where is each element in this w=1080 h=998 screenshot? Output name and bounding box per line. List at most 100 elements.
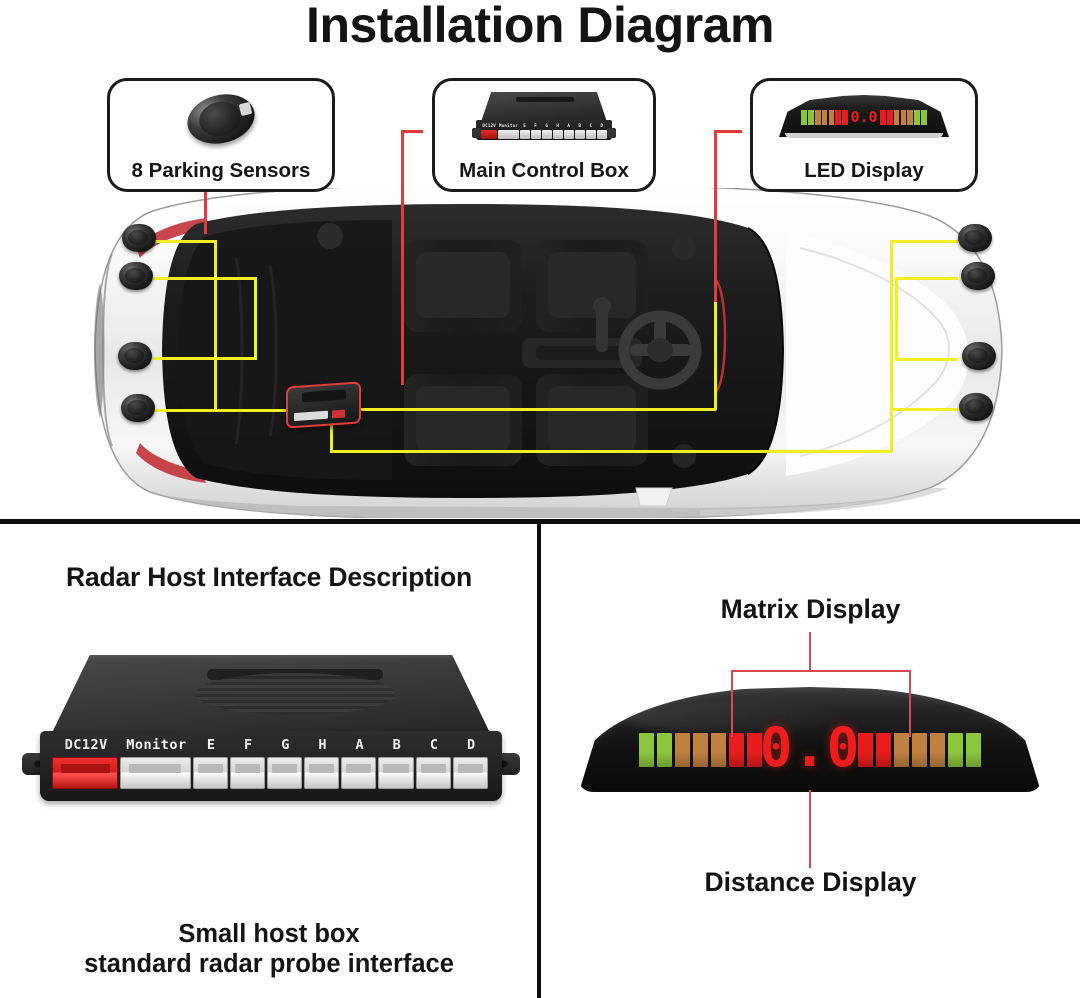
distance-pointer-line	[809, 790, 811, 868]
wire-right-4	[890, 408, 958, 411]
matrix-bar	[948, 733, 963, 767]
matrix-bar	[876, 733, 891, 767]
port-connector-dc12v[interactable]	[52, 757, 119, 789]
port-label-c: C	[429, 737, 439, 753]
wire-left-3	[153, 357, 257, 360]
port-connector-f[interactable]	[229, 757, 265, 789]
parking-sensor-right-3	[962, 342, 996, 370]
matrix-bar	[639, 733, 654, 767]
callout-label-led-display: LED Display	[804, 159, 924, 183]
callout-label-main-control-box: Main Control Box	[459, 159, 629, 183]
port-label-h: H	[318, 737, 327, 753]
led-display-panel: Matrix Display 0.0 Distance Display	[541, 522, 1080, 998]
port-label-e: E	[206, 737, 216, 753]
radar-host-caption-line1: Small host box	[178, 919, 360, 948]
led-display-gloss	[625, 701, 847, 734]
wire-right-3	[895, 358, 958, 361]
matrix-bracket-stem	[809, 632, 811, 672]
port-label-g: G	[281, 737, 290, 753]
in-car-box-grill	[302, 389, 346, 403]
parking-sensor-right-1	[958, 224, 992, 252]
callout-main-control-box[interactable]: DC12V Monitor E F G H A B C D	[432, 78, 656, 192]
wire-left-to-box	[214, 409, 304, 412]
page-title: Installation Diagram	[306, 0, 774, 53]
host-speaker-grill	[195, 673, 395, 715]
matrix-bracket-right	[909, 670, 911, 737]
matrix-display-label: Matrix Display	[720, 594, 901, 624]
matrix-bar	[747, 733, 762, 767]
wire-left-bus-b	[254, 277, 257, 359]
matrix-bar	[858, 733, 873, 767]
wire-left-1	[153, 240, 217, 243]
in-car-control-box	[286, 381, 361, 429]
parking-sensor-left-1	[122, 224, 156, 252]
wire-left-4	[153, 409, 217, 412]
port-connector-b[interactable]	[378, 757, 414, 789]
parking-sensor-left-4	[121, 394, 155, 422]
port-connector-e[interactable]	[192, 757, 228, 789]
matrix-bar-row	[639, 731, 981, 769]
matrix-bar	[729, 733, 744, 767]
port-connector-d[interactable]	[452, 757, 488, 789]
port-label-dc12v: DC12V	[64, 737, 108, 753]
port-label-b: B	[392, 737, 402, 753]
control-box-icon: DC12V Monitor E F G H A B C D	[435, 81, 653, 155]
port-label-d: D	[466, 737, 476, 753]
port-connector-g[interactable]	[266, 757, 303, 789]
port-connector-a[interactable]	[341, 757, 377, 789]
wire-box-right	[358, 408, 716, 411]
wire-right-bottom	[330, 450, 892, 453]
wire-right-1	[890, 240, 958, 243]
parking-sensor-right-2	[961, 262, 995, 290]
port-label-row: DC12V Monitor E F G H A B C D	[52, 735, 490, 755]
wire-right-2	[895, 277, 958, 280]
in-car-box-power-port	[332, 409, 345, 419]
parking-sensor-left-2	[119, 262, 153, 290]
host-top-shell	[50, 655, 492, 737]
parking-sensor-left-3	[118, 342, 152, 370]
matrix-bar	[657, 733, 672, 767]
port-label-a: A	[355, 737, 365, 753]
port-connector-c[interactable]	[415, 757, 451, 789]
host-front-face: DC12V Monitor E F G H A B C D	[40, 731, 502, 801]
wire-box-to-bottom	[330, 418, 333, 453]
callout-line-controlbox-h	[401, 130, 423, 133]
wire-left-2	[153, 277, 257, 280]
callout-line-sensors-v	[204, 190, 207, 234]
matrix-bar	[675, 733, 690, 767]
vertical-divider	[537, 522, 541, 998]
port-connector-monitor[interactable]	[120, 757, 191, 789]
car-installation-panel: 8 Parking Sensors DC12V Monitor E F G H	[94, 78, 1003, 518]
horizontal-divider	[0, 519, 1080, 524]
radar-host-illustration: DC12V Monitor E F G H A B C D	[22, 647, 520, 837]
distance-display-label: Distance Display	[704, 867, 917, 897]
callout-parking-sensors[interactable]: 8 Parking Sensors	[107, 78, 335, 192]
led-display-illustration: 0.0	[579, 687, 1041, 802]
car-top-view-illustration	[94, 188, 1003, 518]
parking-sensor-right-4	[959, 393, 993, 421]
radar-host-panel: Radar Host Interface Description DC12V Mo…	[0, 522, 538, 998]
port-connector-h[interactable]	[304, 757, 340, 789]
port-label-f: F	[244, 737, 253, 753]
port-label-monitor: Monitor	[126, 737, 187, 753]
matrix-bar	[711, 733, 726, 767]
wire-right-drop	[714, 300, 717, 410]
matrix-bar	[693, 733, 708, 767]
in-car-box-ports	[294, 410, 328, 422]
callout-line-controlbox-v1	[401, 130, 404, 385]
wire-left-bus-a	[214, 240, 217, 412]
port-connector-row	[52, 757, 490, 791]
radar-host-panel-title: Radar Host Interface Description	[66, 562, 472, 592]
matrix-bracket-top	[731, 670, 911, 672]
led-display-icon: 0.0	[753, 81, 975, 155]
wire-right-bus-b	[895, 277, 898, 361]
wire-right-bus-a	[890, 240, 893, 452]
parking-sensor-icon	[110, 81, 332, 155]
callout-label-parking-sensors: 8 Parking Sensors	[131, 159, 311, 183]
callout-line-led-v	[714, 130, 717, 302]
matrix-bar	[966, 733, 981, 767]
matrix-bar	[930, 733, 945, 767]
callout-led-display[interactable]: 0.0 LED Display	[750, 78, 978, 192]
radar-host-caption-line2: standard radar probe interface	[84, 950, 454, 979]
